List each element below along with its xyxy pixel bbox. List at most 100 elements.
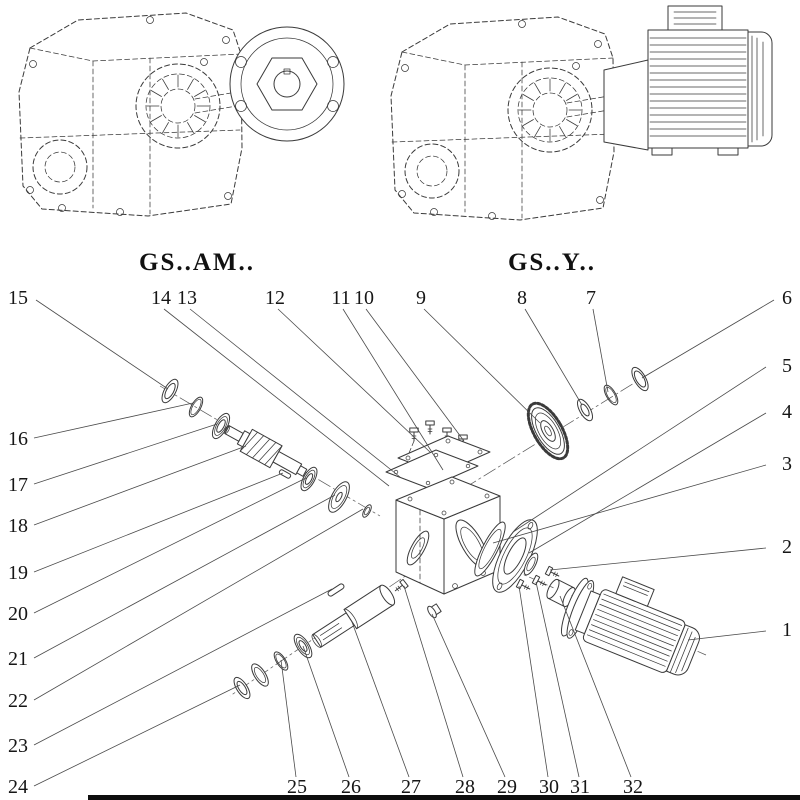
exploded-view [159,366,707,700]
callout-number-24: 24 [8,776,28,798]
callout-number-14: 14 [151,287,171,309]
callout-number-10: 10 [354,287,374,309]
callout-number-12: 12 [265,287,285,309]
leader-line-24 [33,684,241,787]
housing-drawing [395,476,501,595]
output-flange-drawing [229,26,345,142]
part-16-retaining-ring [188,396,204,418]
callout-number-18: 18 [8,515,28,537]
callout-number-2: 2 [782,536,792,558]
model-label-left: GS..AM.. [139,249,255,276]
leader-line-20 [33,477,307,614]
part-8-washer [576,398,594,422]
callout-number-16: 16 [8,428,28,450]
page-edge-bar [88,795,800,800]
part-6-seal-ring [631,366,649,392]
callout-number-13: 13 [177,287,197,309]
callout-number-7: 7 [586,287,596,309]
part-20-bearing [300,466,318,492]
leader-line-7 [592,308,609,393]
part-7-retaining-ring [603,384,619,406]
leader-line-5 [512,366,767,533]
callout-number-27: 27 [401,776,421,798]
leader-line-9 [423,308,541,424]
leader-line-4 [528,412,767,554]
callout-number-22: 22 [8,690,28,712]
callout-number-31: 31 [570,776,590,798]
part-4-seal [523,552,539,576]
callout-number-11: 11 [331,287,350,309]
callout-number-8: 8 [517,287,527,309]
leader-line-29 [431,613,506,778]
part-15-seal-ring [161,378,179,404]
leader-line-26 [302,645,350,778]
part-25-retaining-ring [273,651,289,671]
leader-line-15 [35,299,169,390]
callout-number-26: 26 [341,776,361,798]
leader-line-1 [687,630,767,641]
callout-number-21: 21 [8,648,28,670]
leader-line-28 [403,585,464,778]
callout-number-6: 6 [782,287,792,309]
part-30-bolt [515,578,533,594]
callout-number-1: 1 [782,619,792,641]
leader-line-13 [189,308,401,478]
part-21-seal-disc [328,481,350,513]
leader-line-18 [33,445,247,526]
oil-seal-drawing [251,663,269,687]
gearbox-y-drawing [390,5,773,221]
callout-number-29: 29 [497,776,517,798]
part-27-output-shaft [311,584,396,648]
callout-number-3: 3 [782,453,792,475]
gearbox-am-drawing [18,12,345,217]
leader-line-30 [518,585,549,778]
callout-number-19: 19 [8,562,28,584]
part-31-bolt [531,574,549,590]
leader-line-14 [163,308,390,487]
callout-number-32: 32 [623,776,643,798]
leader-line-23 [33,588,333,746]
leader-line-32 [559,595,632,778]
callout-number-25: 25 [287,776,307,798]
callout-number-20: 20 [8,603,28,625]
leader-line-19 [33,472,284,573]
callout-number-17: 17 [8,474,28,496]
leader-line-10 [365,308,465,442]
part-17-bearing [211,412,231,440]
leader-line-8 [524,308,583,406]
leader-line-27 [351,621,410,778]
leader-line-6 [641,299,775,379]
part-23-key [327,583,345,597]
callout-number-28: 28 [455,776,475,798]
cover-gasket [385,449,479,489]
leader-line-25 [280,659,297,778]
part-19-key [278,469,292,479]
leader-line-12 [277,308,431,453]
leader-line-16 [33,402,194,439]
part-22-ring [362,504,372,518]
part-29-plug [427,603,442,619]
leader-line-31 [535,581,580,778]
leader-line-21 [33,494,336,659]
callout-number-4: 4 [782,401,792,423]
leader-line-22 [33,508,364,701]
leader-line-2 [549,547,767,571]
center-line-gear-axis [457,371,653,493]
callout-number-15: 15 [8,287,28,309]
part-18-worm-shaft [223,425,308,477]
motor-drawing [603,5,773,156]
callout-number-9: 9 [416,287,426,309]
part-1-motor [560,576,700,676]
leader-line-3 [492,464,767,544]
callout-number-23: 23 [8,735,28,757]
leader-line-17 [33,423,218,485]
part-2-bolt [544,565,562,581]
part-3-gasket [474,521,506,577]
callout-number-5: 5 [782,355,792,377]
part-24-washer [233,676,251,700]
cover-assembly [385,420,491,489]
callout-number-30: 30 [539,776,559,798]
